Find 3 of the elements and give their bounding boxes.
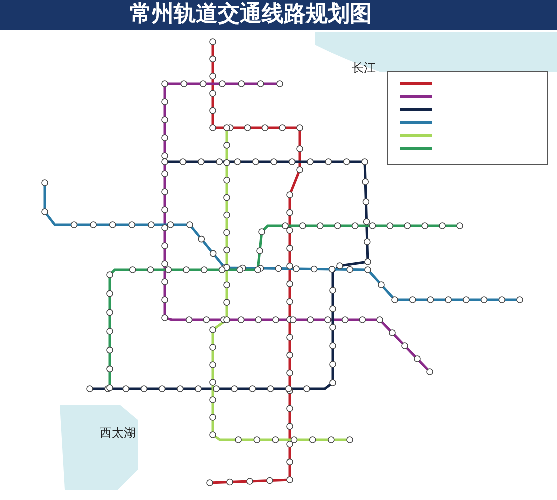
- river-label: 长江: [352, 60, 376, 77]
- title-banner: 常州轨道交通线路规划图: [0, 0, 557, 30]
- lake-label: 西太湖: [100, 425, 136, 442]
